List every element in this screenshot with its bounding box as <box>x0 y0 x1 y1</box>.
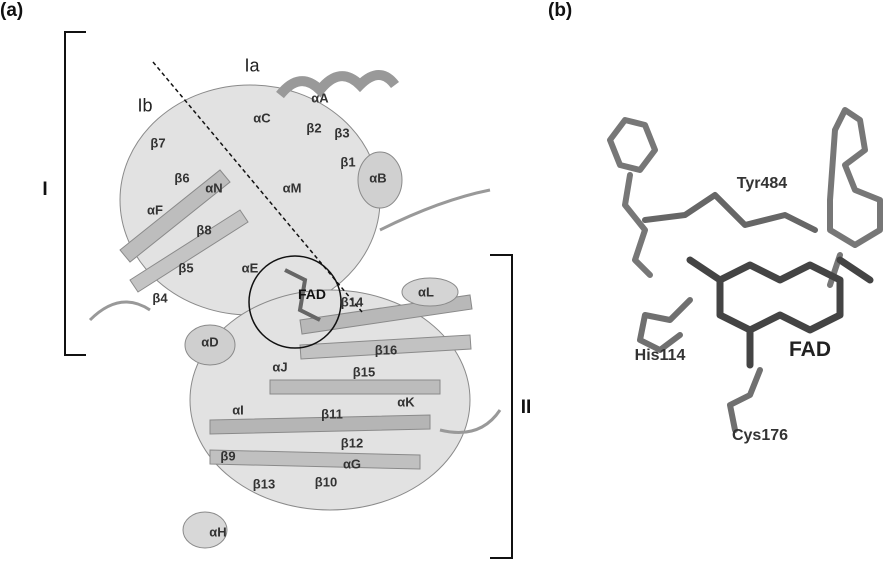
strand-label: β14 <box>340 294 364 310</box>
subdomain-Ia-label: Ia <box>244 55 260 76</box>
panel-label-a: (a) <box>0 0 24 21</box>
subdomain-Ib-label: Ib <box>137 95 153 116</box>
strand-label: β7 <box>150 135 166 151</box>
helix-label: αH <box>209 524 227 540</box>
helix-label: αA <box>311 90 329 106</box>
active-site-sticks <box>607 107 883 433</box>
helix-label: αC <box>253 110 271 126</box>
domain-I-label: I <box>42 179 48 200</box>
strand-label: β5 <box>178 260 194 276</box>
strand-label: β4 <box>152 290 168 306</box>
helix-label: αB <box>369 170 387 186</box>
residue-label-tyr484: Tyr484 <box>736 175 788 192</box>
strand-label: β16 <box>374 342 398 358</box>
bracket-domain-II <box>490 254 513 559</box>
helix-label: αN <box>205 180 223 196</box>
residue-label-fad: FAD <box>789 338 831 361</box>
helix-label: αJ <box>272 359 288 375</box>
fad-label: FAD <box>298 286 326 302</box>
helix-label: αG <box>342 456 362 472</box>
strand-label: β11 <box>321 406 343 422</box>
helix-label: αF <box>147 202 163 218</box>
strand-label: β6 <box>174 170 190 186</box>
helix-label: αD <box>201 334 219 350</box>
domain-divider-line <box>152 61 363 313</box>
helix-label: αK <box>397 394 415 410</box>
residue-label-cys176: Cys176 <box>731 427 789 444</box>
panel-label-b: (b) <box>548 0 573 21</box>
helix-label: αE <box>241 260 259 276</box>
bracket-domain-I <box>64 31 86 356</box>
residue-label-his114: His114 <box>634 347 686 364</box>
strand-label: β10 <box>314 474 338 490</box>
helix-label: αM <box>282 180 302 196</box>
strand-label: β13 <box>252 476 276 492</box>
strand-label: β1 <box>340 154 356 170</box>
helix-label: αI <box>232 402 244 418</box>
strand-label: β3 <box>334 125 350 141</box>
strand-label: β15 <box>352 364 376 380</box>
domain-II-label: II <box>520 397 532 418</box>
strand-label: β12 <box>340 435 364 451</box>
helix-label: αL <box>418 284 434 300</box>
strand-label: β9 <box>220 448 236 464</box>
protein-ribbon-structure <box>88 70 502 549</box>
strand-label: β8 <box>196 222 212 238</box>
strand-label: β2 <box>306 120 322 136</box>
fad-highlight-circle <box>248 255 342 349</box>
